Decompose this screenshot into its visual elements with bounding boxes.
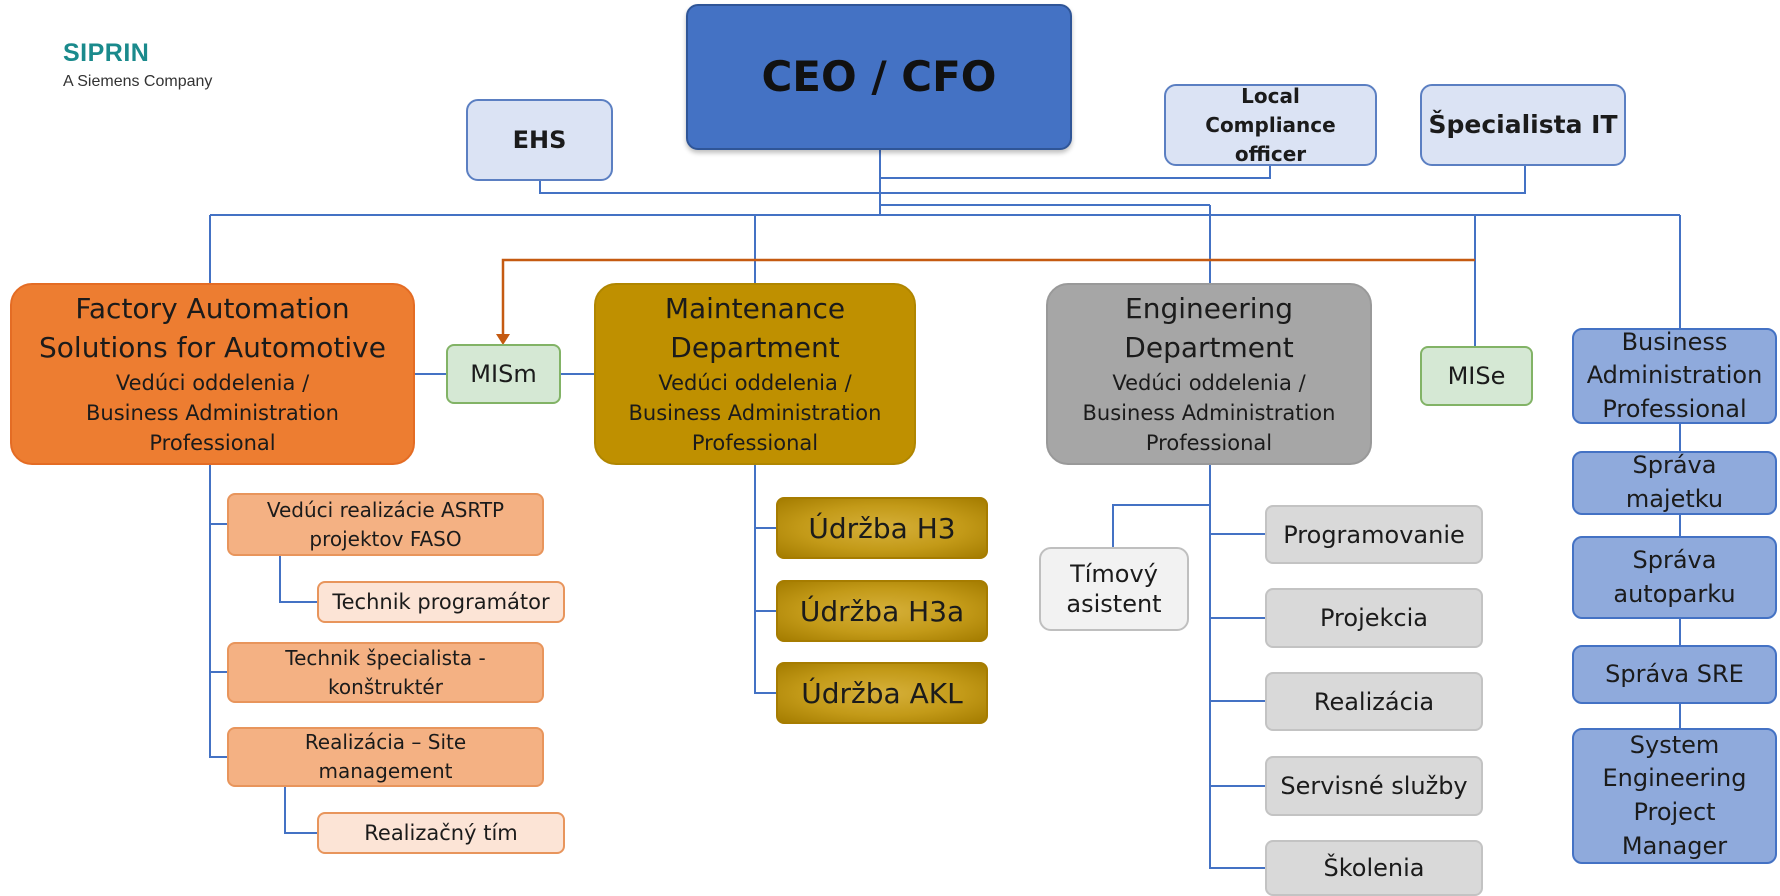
- maintenance-unit-h3[interactable]: Údržba H3: [776, 497, 988, 559]
- it-specialist-box[interactable]: Špecialista IT: [1420, 84, 1626, 166]
- ehs-label: EHS: [512, 126, 567, 154]
- company-logo-tagline: A Siemens Company: [63, 73, 213, 90]
- sre-management-box[interactable]: Správa SRE: [1572, 645, 1777, 704]
- engineering-unit-projection-label: Projekcia: [1320, 604, 1428, 632]
- fasa-unit-asrtp-lead-line-1: Vedúci realizácie ASRTP: [266, 497, 505, 522]
- mism-box[interactable]: MISm: [446, 344, 561, 404]
- engineering-unit-service-label: Servisné služby: [1280, 772, 1468, 800]
- fasa-unit-designer-line-2: konštruktér: [328, 674, 443, 699]
- company-logo-name: SIPRIN: [63, 39, 150, 67]
- mise-box[interactable]: MISe: [1420, 346, 1533, 406]
- engineering-unit-projection[interactable]: Projekcia: [1265, 588, 1483, 648]
- engineering-unit-realization-label: Realizácia: [1313, 687, 1435, 716]
- maintenance-subtitle-line-3: Professional: [691, 431, 819, 456]
- maintenance-department-box[interactable]: Maintenance Department Vedúci oddelenia …: [594, 283, 916, 465]
- maintenance-unit-h3a-label: Údržba H3a: [799, 594, 965, 628]
- system-engineering-pm-line-2: Engineering: [1602, 764, 1747, 793]
- local-compliance-line-2: Compliance: [1205, 112, 1336, 137]
- asset-management-line-1: Správa: [1632, 451, 1717, 480]
- maintenance-unit-akl-label: Údržba AKL: [801, 676, 963, 710]
- fleet-management-box[interactable]: Správa autoparku: [1572, 536, 1777, 619]
- ceo-cfo-box[interactable]: CEO / CFO: [686, 4, 1072, 150]
- mise-label: MISe: [1447, 362, 1506, 390]
- team-assistant-line-1: Tímový: [1070, 560, 1158, 588]
- factory-automation-department-box[interactable]: Factory Automation Solutions for Automot…: [10, 283, 415, 465]
- business-admin-line-3: Professional: [1602, 394, 1747, 423]
- maintenance-title-line-2: Department: [670, 331, 840, 365]
- factory-automation-subtitle-line-3: Professional: [149, 431, 276, 456]
- system-engineering-pm-line-3: Project: [1633, 798, 1716, 826]
- engineering-subtitle-line-1: Vedúci oddelenia /: [1112, 370, 1306, 395]
- arrowhead-icon: [496, 334, 510, 345]
- sre-management-label: Správa SRE: [1605, 659, 1744, 688]
- ehs-box[interactable]: EHS: [466, 99, 613, 181]
- system-engineering-pm-box[interactable]: System Engineering Project Manager: [1572, 728, 1777, 864]
- local-compliance-line-3: officer: [1234, 141, 1307, 166]
- asset-management-box[interactable]: Správa majetku: [1572, 451, 1777, 515]
- engineering-unit-programming[interactable]: Programovanie: [1265, 505, 1483, 564]
- fasa-unit-programmer[interactable]: Technik programátor: [317, 581, 565, 623]
- fasa-unit-site-management-line-1: Realizácia – Site: [304, 730, 467, 754]
- team-assistant-line-2: asistent: [1066, 590, 1162, 618]
- engineering-unit-programming-label: Programovanie: [1283, 520, 1465, 549]
- system-engineering-pm-line-4: Manager: [1621, 831, 1728, 860]
- engineering-unit-realization[interactable]: Realizácia: [1265, 672, 1483, 731]
- maintenance-unit-akl[interactable]: Údržba AKL: [776, 662, 988, 724]
- fasa-unit-site-management-line-2: management: [318, 759, 453, 783]
- maintenance-title-line-1: Maintenance: [664, 292, 846, 326]
- factory-automation-title-line-2: Solutions for Automotive: [39, 331, 386, 365]
- maintenance-unit-h3-label: Údržba H3: [808, 511, 956, 545]
- fasa-unit-asrtp-lead-line-2: projektov FASO: [309, 526, 462, 551]
- maintenance-subtitle-line-2: Business Administration: [628, 400, 882, 425]
- fasa-unit-designer[interactable]: Technik špecialista - konštruktér: [227, 642, 544, 703]
- system-engineering-pm-line-1: System: [1629, 730, 1720, 759]
- engineering-unit-training-label: Školenia: [1323, 854, 1425, 882]
- engineering-unit-training[interactable]: Školenia: [1265, 840, 1483, 896]
- asset-management-line-2: majetku: [1625, 485, 1724, 513]
- factory-automation-subtitle-line-2: Business Administration: [86, 400, 339, 425]
- engineering-subtitle-line-2: Business Administration: [1082, 400, 1336, 425]
- factory-automation-title-line-1: Factory Automation: [75, 292, 350, 326]
- fasa-unit-asrtp-lead[interactable]: Vedúci realizácie ASRTP projektov FASO: [227, 493, 544, 556]
- fasa-unit-designer-line-1: Technik špecialista -: [285, 645, 486, 670]
- engineering-title-line-1: Engineering: [1125, 292, 1293, 326]
- fasa-unit-realization-team-label: Realizačný tím: [364, 820, 518, 845]
- fasa-unit-site-management[interactable]: Realizácia – Site management: [227, 727, 544, 787]
- business-admin-line-1: Business: [1621, 327, 1728, 356]
- it-specialist-label: Špecialista IT: [1428, 110, 1618, 140]
- fleet-management-line-2: autoparku: [1613, 579, 1736, 608]
- business-admin-line-2: Administration: [1586, 361, 1763, 390]
- business-admin-professional-box[interactable]: Business Administration Professional: [1572, 328, 1777, 424]
- local-compliance-line-1: Local: [1241, 83, 1300, 108]
- maintenance-subtitle-line-1: Vedúci oddelenia /: [658, 370, 852, 395]
- engineering-team-assistant-box[interactable]: Tímový asistent: [1039, 547, 1189, 631]
- fleet-management-line-1: Správa: [1632, 545, 1717, 574]
- maintenance-unit-h3a[interactable]: Údržba H3a: [776, 580, 988, 642]
- fasa-unit-realization-team[interactable]: Realizačný tím: [317, 812, 565, 854]
- ceo-cfo-label: CEO / CFO: [761, 51, 997, 101]
- local-compliance-officer-box[interactable]: Local Compliance officer: [1164, 84, 1377, 166]
- engineering-department-box[interactable]: Engineering Department Vedúci oddelenia …: [1046, 283, 1372, 465]
- engineering-subtitle-line-3: Professional: [1145, 431, 1273, 456]
- engineering-unit-service[interactable]: Servisné služby: [1265, 756, 1483, 816]
- mism-label: MISm: [470, 360, 537, 388]
- engineering-title-line-2: Department: [1124, 331, 1294, 365]
- fasa-unit-programmer-label: Technik programátor: [332, 589, 550, 614]
- factory-automation-subtitle-line-1: Vedúci oddelenia /: [115, 370, 310, 395]
